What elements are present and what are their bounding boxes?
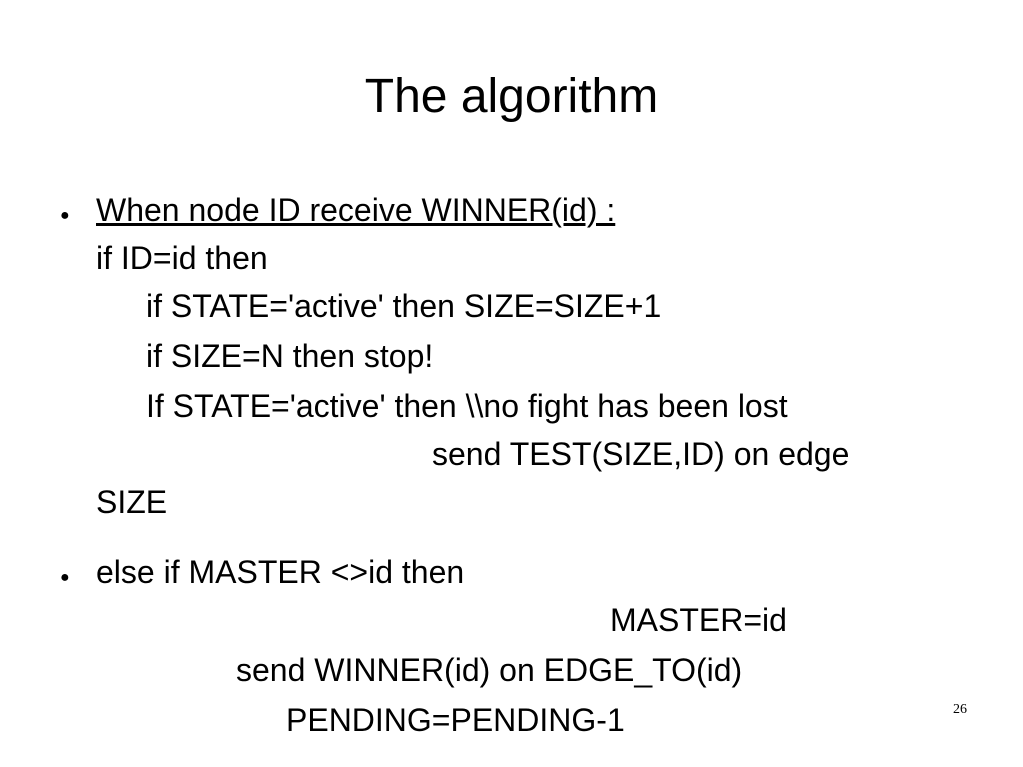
code-line: send WINNER(id) on EDGE_TO(id): [236, 652, 743, 688]
code-line: if SIZE=N then stop!: [146, 338, 434, 374]
bullet-dot: ●: [60, 207, 70, 224]
code-line: if STATE='active' then SIZE=SIZE+1: [146, 288, 662, 324]
bullet-1-heading: When node ID receive WINNER(id) :: [96, 192, 616, 228]
code-line: send TEST(SIZE,ID) on edge: [432, 436, 850, 472]
code-line: if ID=id then: [96, 240, 268, 276]
code-line: SIZE: [96, 484, 168, 520]
bullet-dot: ●: [60, 569, 70, 586]
bullet-2-heading: else if MASTER <>id then: [96, 554, 465, 590]
code-line: If STATE='active' then \\no fight has be…: [146, 388, 788, 424]
page-number: 26: [953, 702, 967, 717]
code-line: MASTER=id: [610, 602, 787, 638]
code-line: PENDING=PENDING-1: [286, 702, 625, 738]
slide-title: The algorithm: [364, 70, 659, 123]
